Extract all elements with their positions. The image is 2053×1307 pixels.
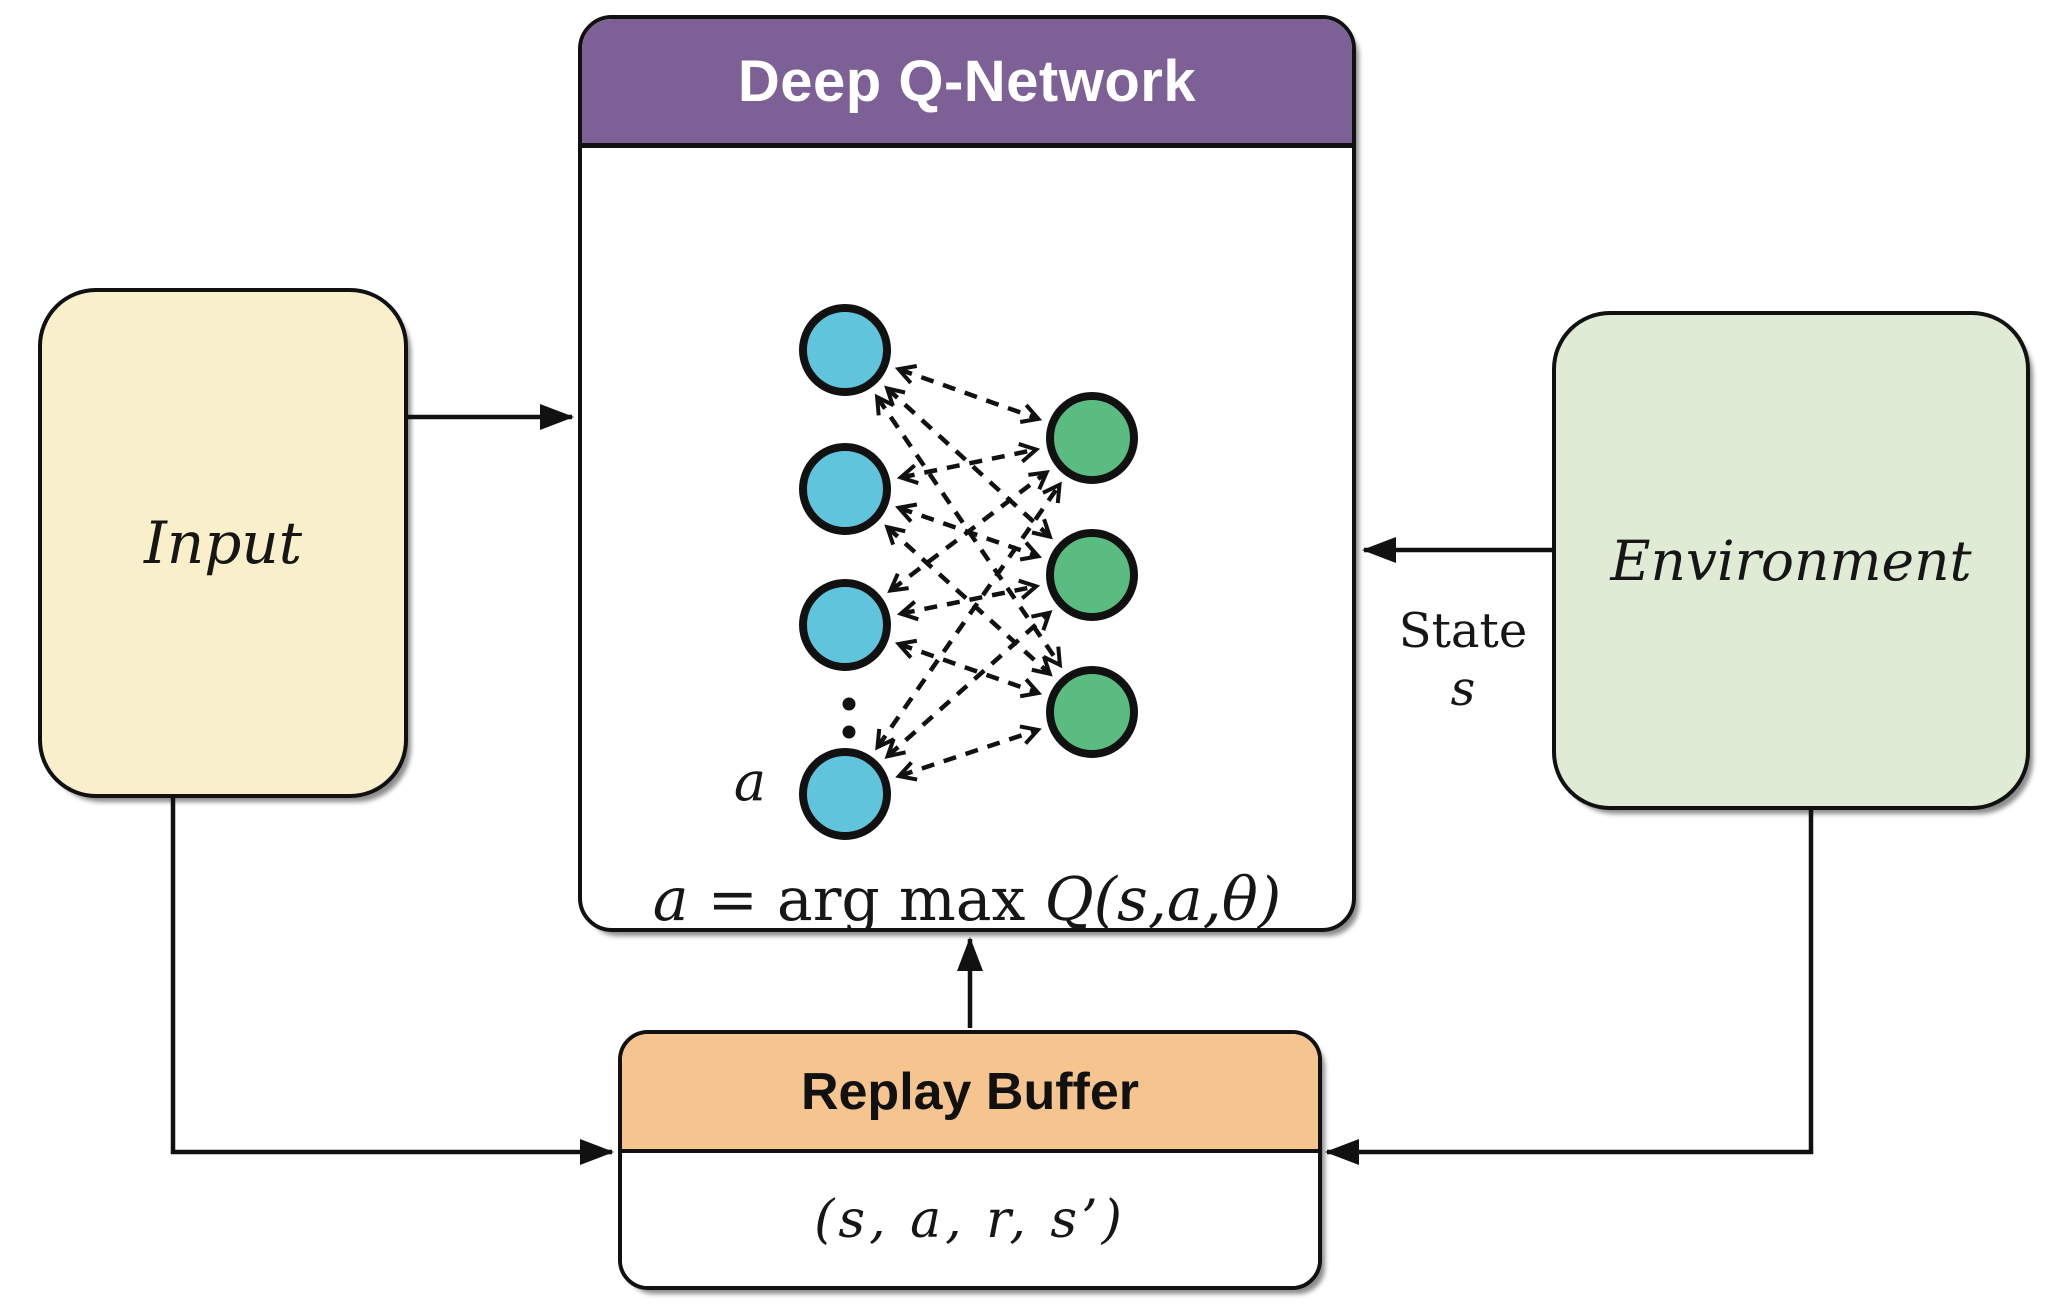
state-label: State s [1398, 603, 1528, 717]
transition-tuple: (s, a, r, s’) [814, 1189, 1126, 1250]
environment-label: Environment [1610, 528, 1972, 593]
neural-network-diagram: a a = arg max Q(s,a,θ) [653, 304, 1282, 928]
input-layer-node [799, 579, 891, 671]
dqn-header: Deep Q-Network [582, 19, 1352, 148]
deep-q-network-box: Deep Q-Network a a = arg max Q(s,a,θ) [578, 15, 1356, 932]
q-formula: a = arg max Q(s,a,θ) [653, 865, 1282, 928]
dashed-connection-arrow [902, 587, 1035, 614]
dashed-connection-arrow [878, 486, 1059, 747]
input-layer-node [799, 748, 891, 840]
action-node-label: a [734, 750, 766, 813]
dashed-connection-arrow [888, 389, 1049, 536]
input-layer-node [799, 304, 891, 396]
replay-buffer-title: Replay Buffer [800, 1062, 1140, 1121]
dashed-connection-arrow [888, 613, 1048, 755]
network-nodes [799, 304, 1138, 840]
dashed-connection-arrow [891, 473, 1046, 590]
arrow-environment-to-replay-buffer [1325, 810, 1814, 1165]
output-layer-node [1046, 666, 1138, 758]
output-layer-node [1046, 529, 1138, 621]
dashed-connection-arrow [900, 730, 1037, 775]
environment-box: Environment [1552, 311, 2030, 810]
input-box: Input [38, 288, 408, 798]
network-connections [878, 369, 1060, 775]
dashed-connection-arrow [900, 369, 1038, 418]
ellipsis-dot [842, 725, 856, 739]
replay-buffer-header: Replay Buffer [622, 1034, 1318, 1153]
output-layer-node [1046, 392, 1138, 484]
arrow-input-to-replay-buffer [170, 798, 614, 1165]
input-layer-node [799, 443, 891, 535]
ellipsis-dot [842, 697, 856, 711]
replay-buffer-box: Replay Buffer (s, a, r, s’) [618, 1030, 1322, 1290]
dashed-connection-arrow [888, 528, 1049, 673]
input-label: Input [143, 509, 303, 577]
replay-buffer-body: (s, a, r, s’) [622, 1153, 1318, 1286]
dqn-title: Deep Q-Network [737, 48, 1197, 114]
